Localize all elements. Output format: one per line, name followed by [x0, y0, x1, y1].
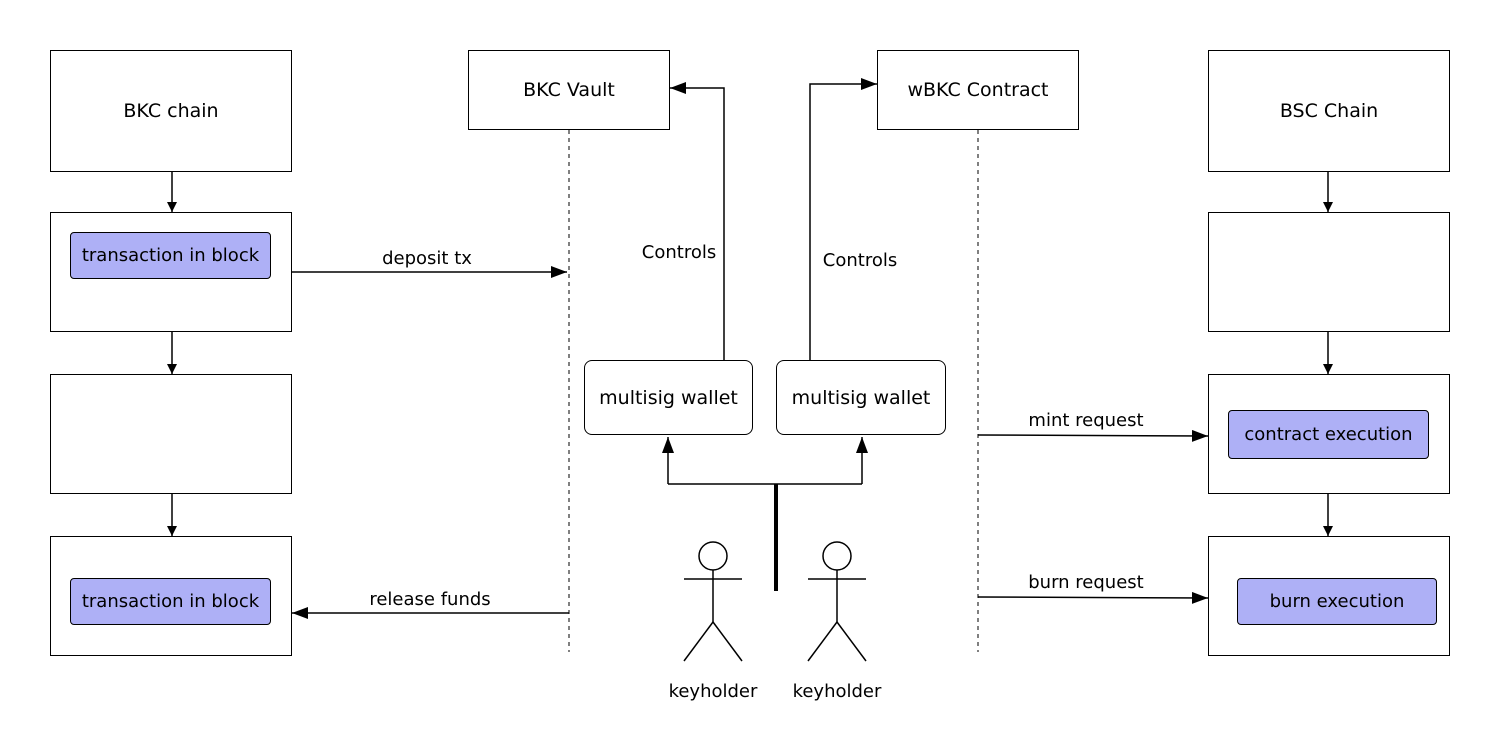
- keyholder-label-1: keyholder: [668, 681, 758, 702]
- bsc-chain-title: BSC Chain: [1279, 100, 1379, 122]
- keyholder-figure-1: [683, 541, 743, 662]
- vault-multisig-wallet: multisig wallet: [584, 360, 753, 435]
- release-label: release funds: [369, 589, 491, 610]
- bsc-chain-box: BSC Chain: [1208, 50, 1450, 172]
- bsc-burn-exec-label: burn execution: [1269, 591, 1405, 612]
- contract-box: wBKC Contract: [877, 50, 1079, 130]
- contract-controls-arrow: [809, 78, 877, 360]
- contract-controls-label: Controls: [822, 250, 898, 271]
- bkc-tx-label-2: transaction in block: [81, 591, 260, 612]
- contract-title: wBKC Contract: [907, 79, 1049, 101]
- bsc-contract-exec-label: contract execution: [1244, 424, 1413, 445]
- keyholder-figure-2: [807, 541, 867, 662]
- vault-controls-arrow: [670, 82, 725, 360]
- deposit-label: deposit tx: [382, 248, 472, 269]
- bkc-tx-label-1: transaction in block: [81, 245, 260, 266]
- bkc-chain-box: BKC chain: [50, 50, 292, 172]
- burn-label: burn request: [1028, 572, 1144, 593]
- bkc-tx-in-block-1: transaction in block: [70, 232, 271, 279]
- bkc-block-2: [50, 374, 292, 494]
- burn-arrow: [977, 591, 1209, 604]
- bkc-tx-in-block-2: transaction in block: [70, 578, 271, 625]
- vault-wallet-label: multisig wallet: [599, 386, 738, 409]
- bsc-contract-execution: contract execution: [1228, 410, 1429, 459]
- mint-label: mint request: [1028, 410, 1144, 431]
- vault-box: BKC Vault: [468, 50, 670, 130]
- vault-title: BKC Vault: [523, 79, 615, 101]
- bsc-burn-execution: burn execution: [1237, 578, 1437, 625]
- keyholder-label-2: keyholder: [792, 681, 882, 702]
- contract-wallet-label: multisig wallet: [791, 386, 931, 409]
- vault-controls-label: Controls: [641, 242, 717, 263]
- mint-arrow: [977, 429, 1209, 442]
- bkc-chain-title: BKC chain: [123, 100, 219, 122]
- bsc-block-1: [1208, 212, 1450, 332]
- contract-multisig-wallet: multisig wallet: [776, 360, 946, 435]
